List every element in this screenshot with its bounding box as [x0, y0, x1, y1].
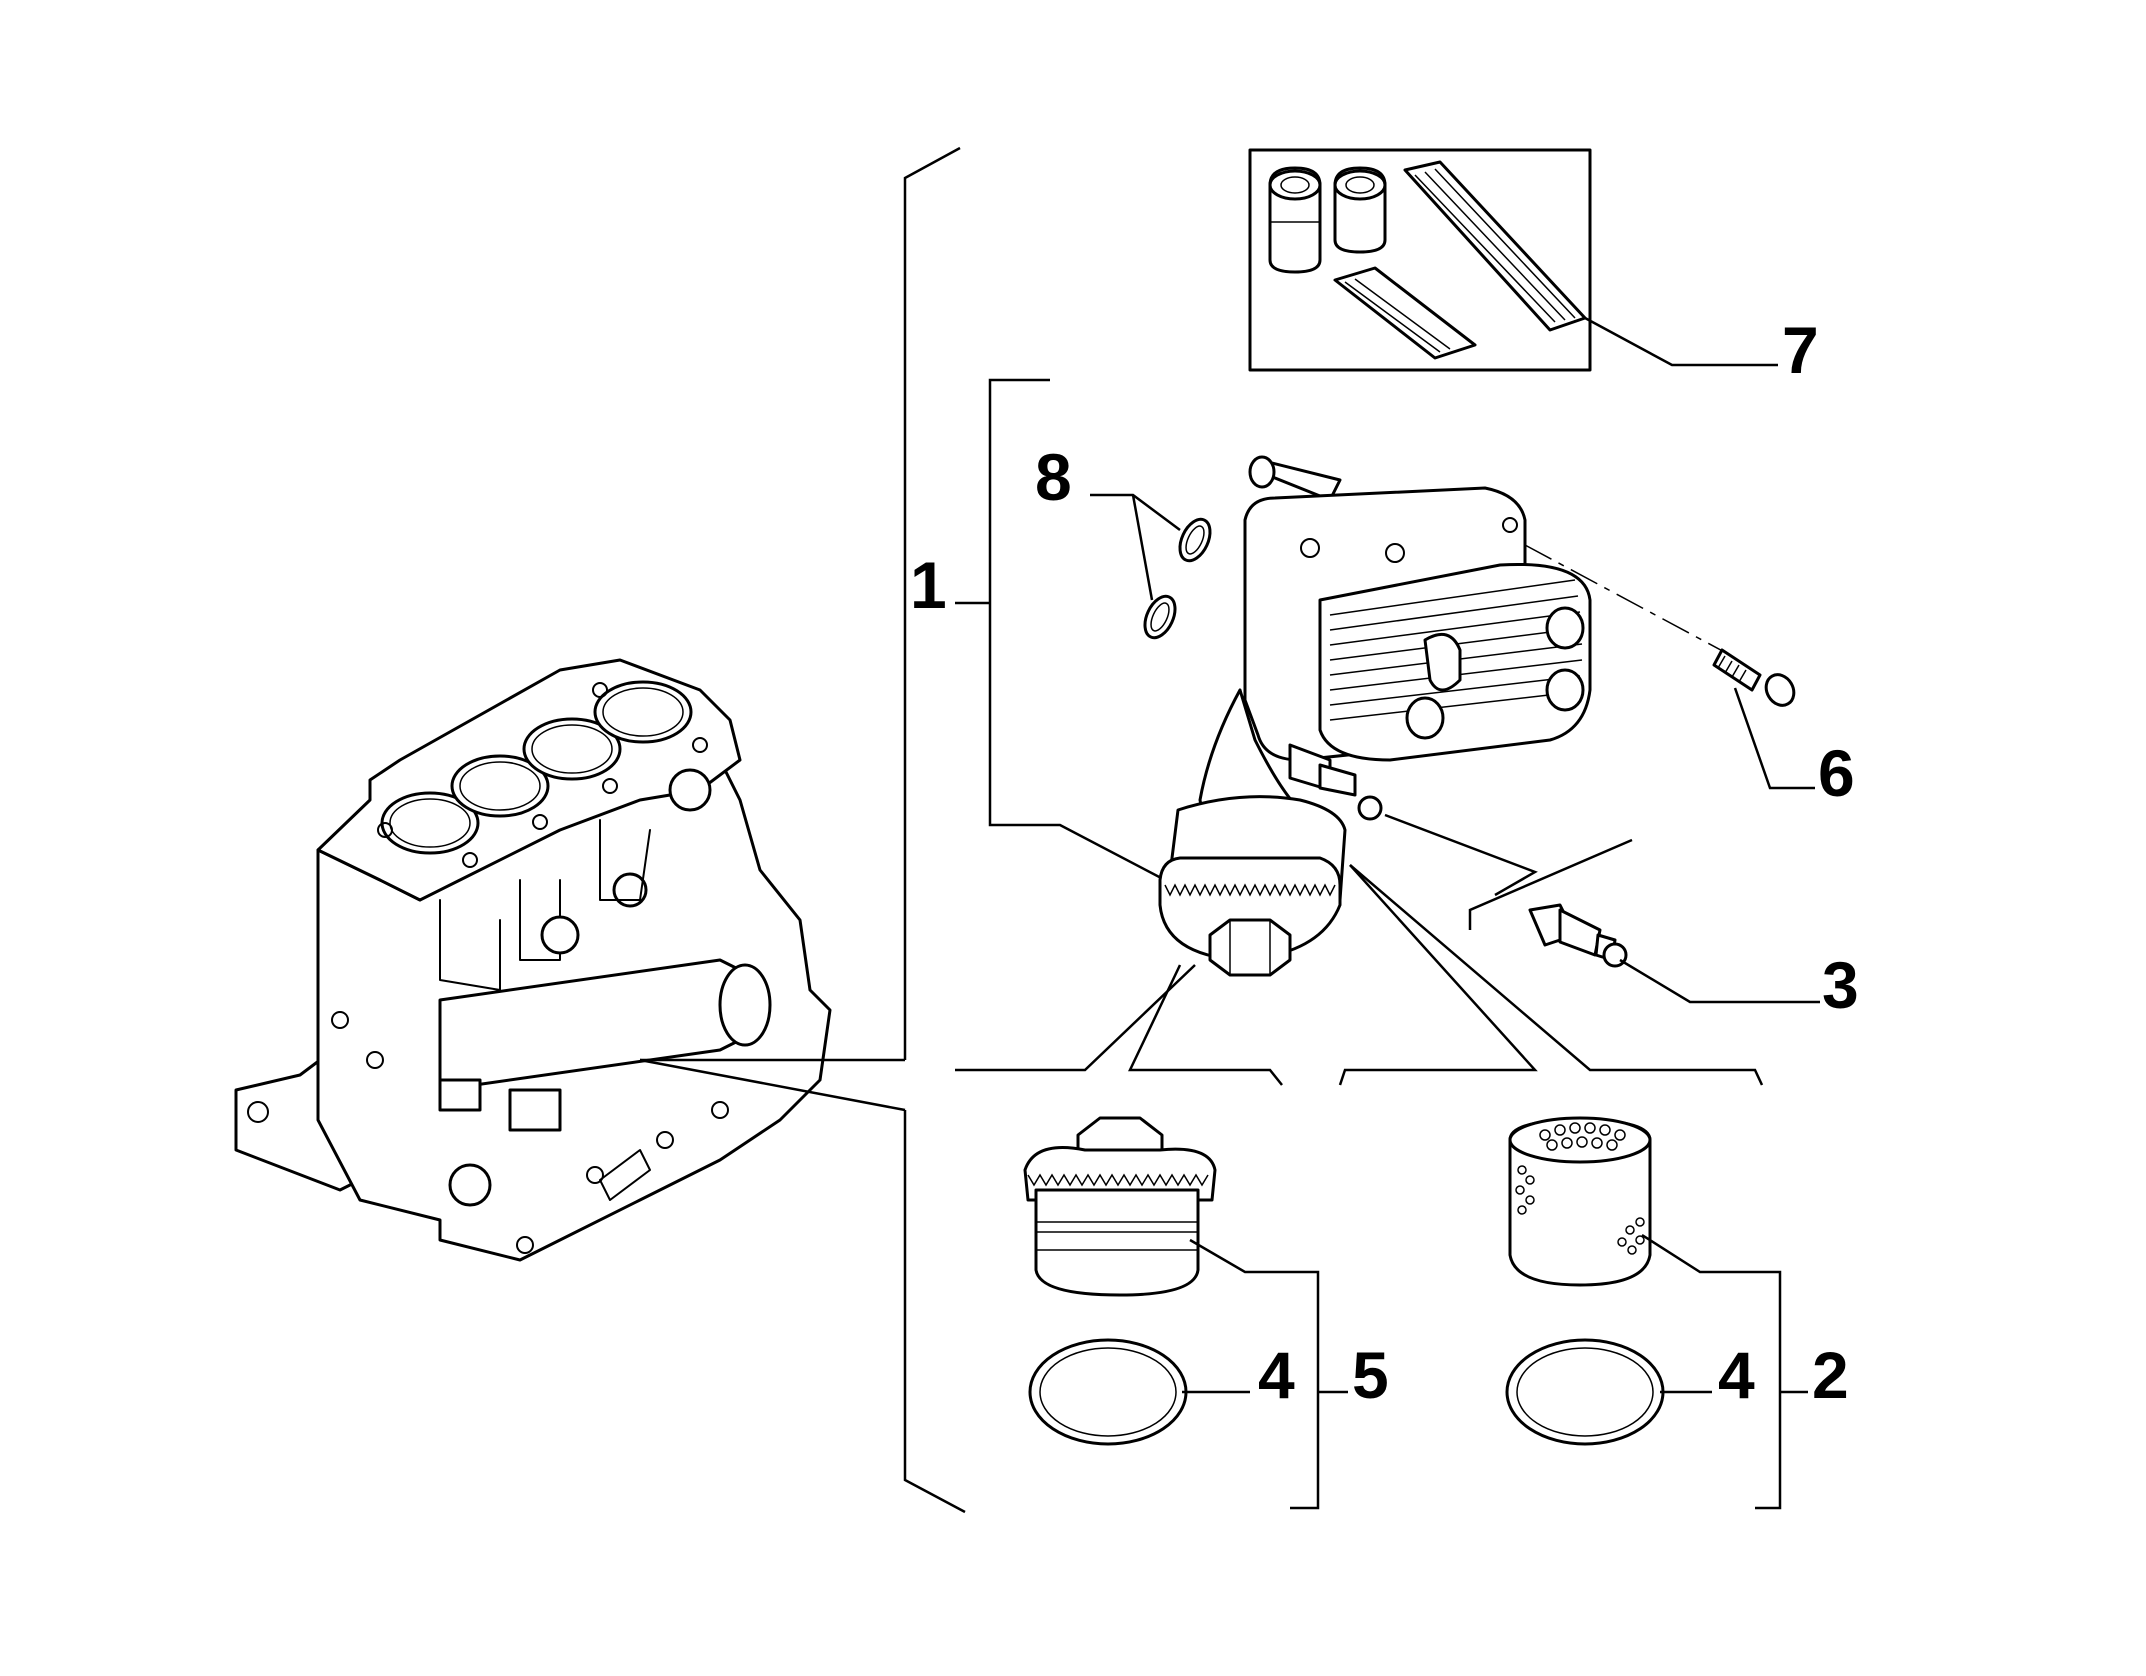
callout-7: 7	[1782, 313, 1819, 387]
mounting-bolt[interactable]	[1524, 544, 1815, 790]
callout-2: 2	[1812, 1338, 1849, 1412]
filter-kit[interactable]	[1248, 148, 1778, 372]
callout-4-left: 4	[1258, 1338, 1295, 1412]
pressure-sender[interactable]	[1384, 813, 1820, 1004]
callout-4-right: 4	[1718, 1338, 1755, 1412]
callout-8: 8	[1035, 440, 1072, 514]
callout-6: 6	[1818, 736, 1855, 810]
callout-5: 5	[1352, 1338, 1389, 1412]
engine-block[interactable]	[234, 658, 906, 1262]
callout-1: 1	[910, 548, 947, 622]
filter-element[interactable]	[1508, 1116, 1782, 1510]
filter-cap-assembly[interactable]	[1023, 1116, 1320, 1510]
o-rings[interactable]	[1090, 493, 1216, 642]
seal-ring-right[interactable]	[1505, 1338, 1712, 1446]
seal-ring-left[interactable]	[1028, 1338, 1250, 1446]
callout-3: 3	[1822, 948, 1859, 1022]
oil-cooler-housing[interactable]	[955, 455, 1764, 1086]
assembly-bracket	[903, 146, 1166, 1514]
